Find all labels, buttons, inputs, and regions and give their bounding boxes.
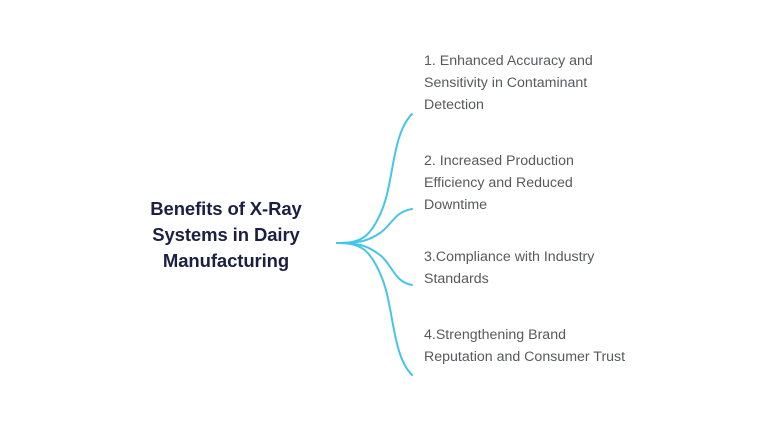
list-item-label: 3.Compliance with Industry Standards bbox=[424, 249, 595, 287]
bracket-branch-1 bbox=[336, 113, 413, 244]
benefits-list: 1. Enhanced Accuracy and Sensitivity in … bbox=[424, 0, 684, 427]
bracket-branch-2 bbox=[336, 208, 413, 244]
list-item: 2. Increased Production Efficiency and R… bbox=[424, 150, 670, 216]
main-title: Benefits of X-Ray Systems in Dairy Manuf… bbox=[106, 196, 346, 274]
list-item: 3.Compliance with Industry Standards bbox=[424, 246, 670, 290]
main-title-text: Benefits of X-Ray Systems in Dairy Manuf… bbox=[150, 198, 302, 271]
list-item-label: 2. Increased Production Efficiency and R… bbox=[424, 153, 574, 213]
list-item-label: 4.Strengthening Brand Reputation and Con… bbox=[424, 327, 626, 365]
list-item: 4.Strengthening Brand Reputation and Con… bbox=[424, 324, 670, 368]
list-item: 1. Enhanced Accuracy and Sensitivity in … bbox=[424, 50, 670, 116]
bracket-branch-4 bbox=[336, 242, 413, 376]
list-item-label: 1. Enhanced Accuracy and Sensitivity in … bbox=[424, 53, 593, 113]
bracket-branch-3 bbox=[336, 242, 413, 286]
